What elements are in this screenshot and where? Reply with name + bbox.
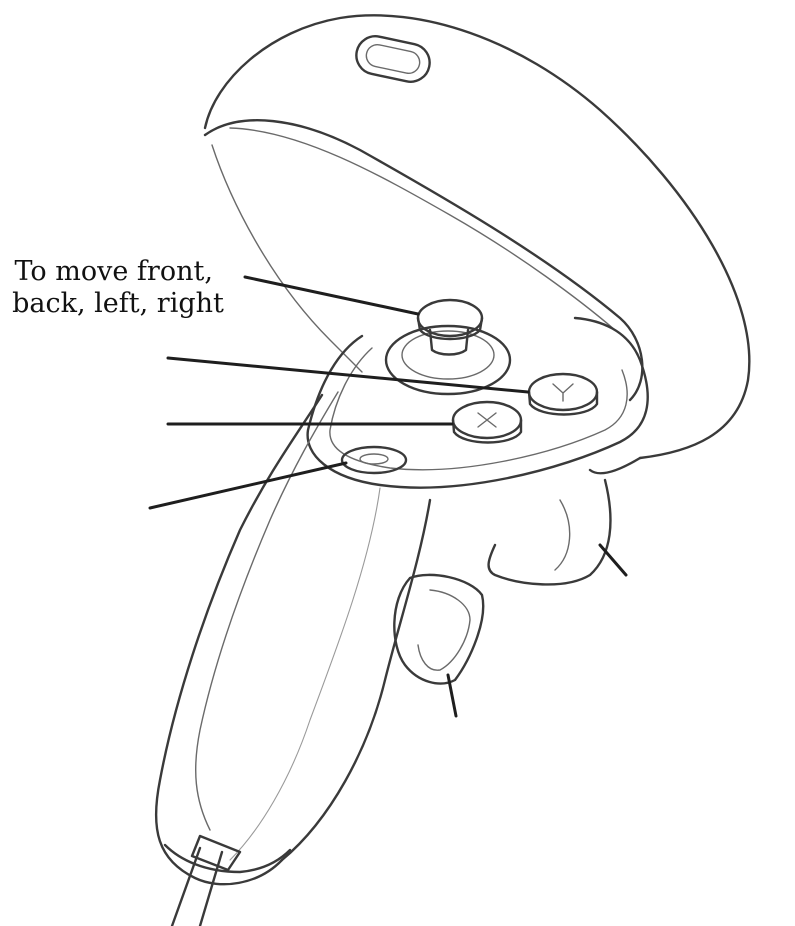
button-upper [529, 374, 597, 410]
button-lower-glyph [478, 413, 496, 427]
label-thumbstick-line-1: To move front, [15, 256, 213, 287]
button-upper-glyph [553, 384, 573, 401]
leader-menu-button [150, 463, 346, 508]
tracking-ring-inner-edge [212, 145, 362, 372]
menu-button [342, 447, 406, 473]
handle-right-edge [282, 458, 640, 860]
leader-trigger [600, 545, 626, 575]
handle-seam [230, 488, 380, 860]
trigger [489, 480, 611, 584]
label-thumbstick-line-2: back, left, right [12, 288, 224, 319]
label-thumbstick: To move front, back, left, right [12, 256, 224, 319]
tracking-ring-inner [205, 120, 642, 400]
lanyard [172, 848, 222, 926]
grip-button-inner [418, 590, 470, 670]
ring-logo-inner [364, 43, 421, 76]
menu-button-inner [360, 454, 388, 464]
leader-thumbstick [245, 277, 418, 314]
tracking-ring-outer [205, 15, 749, 458]
top-face-inner [330, 348, 627, 470]
trigger-inner [555, 500, 570, 570]
ring-logo [353, 33, 433, 86]
handle-left-edge [156, 395, 322, 884]
tracking-ring-rim [230, 128, 615, 330]
